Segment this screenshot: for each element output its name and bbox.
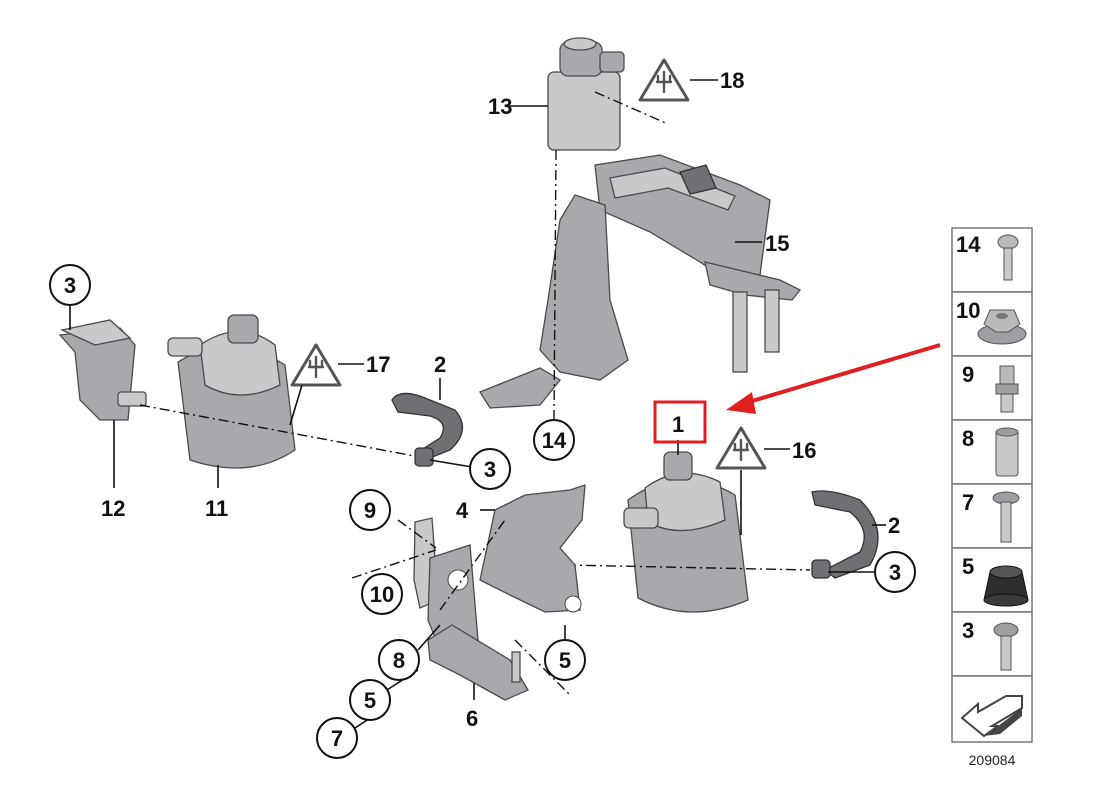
electrical-warning-icon [289, 343, 364, 426]
arrow-icon [960, 695, 1023, 738]
legend-label-10: 10 [956, 298, 980, 323]
bracket-12[interactable] [58, 319, 147, 488]
legend-panel: 14 10 9 8 7 [951, 227, 1033, 768]
assembly-line-10 [351, 549, 437, 579]
rubber-mount-icon [983, 565, 1029, 607]
circle-callout-3b[interactable]: 3 [469, 448, 511, 490]
callout-16[interactable]: 16 [792, 438, 816, 463]
clamp-2-upper[interactable] [391, 378, 463, 467]
callout-5a: 5 [364, 688, 376, 713]
circle-callout-9[interactable]: 9 [349, 489, 391, 531]
circle-callout-5b[interactable]: 5 [544, 639, 586, 681]
callout-1[interactable]: 1 [672, 412, 684, 437]
assembly-line-4 [439, 519, 506, 611]
callout-5b: 5 [559, 648, 571, 673]
arrow-icon [726, 343, 941, 414]
circle-callout-3c[interactable]: 3 [874, 551, 916, 593]
assembly-line-9 [397, 519, 437, 549]
screw-icon [993, 622, 1019, 671]
callout-3b: 3 [484, 457, 496, 482]
lead-8 [417, 624, 441, 651]
callout-13[interactable]: 13 [488, 94, 512, 119]
legend-label-9: 9 [962, 362, 974, 387]
bracket-6[interactable] [427, 624, 529, 701]
assembly-line-14 [553, 149, 557, 421]
callout-4[interactable]: 4 [456, 498, 469, 523]
legend-label-14: 14 [956, 232, 981, 257]
assembly-line-3 [139, 404, 421, 458]
callout-17[interactable]: 17 [366, 352, 390, 377]
assembly-line-3b [565, 564, 811, 571]
pump-11[interactable] [167, 314, 296, 488]
bolt-icon [992, 491, 1020, 543]
circle-callout-14[interactable]: 14 [533, 419, 575, 461]
highlight-box-1 [653, 400, 707, 444]
callout-2a[interactable]: 2 [434, 352, 446, 377]
legend-label-8: 8 [962, 426, 974, 451]
electrical-warning-icon [715, 426, 790, 470]
callout-7: 7 [331, 726, 343, 751]
pump-1[interactable] [623, 440, 749, 613]
bracket-15[interactable] [479, 154, 802, 409]
legend-label-7: 7 [962, 490, 974, 515]
callout-10: 10 [370, 582, 394, 607]
bracket-4[interactable] [479, 484, 586, 613]
assembly-line-18 [594, 91, 669, 125]
callout-3c: 3 [889, 560, 901, 585]
circle-callout-7[interactable]: 7 [316, 717, 358, 759]
callout-2b[interactable]: 2 [888, 513, 900, 538]
legend-label-5: 5 [962, 554, 974, 579]
callout-3a: 3 [64, 273, 76, 298]
callout-15[interactable]: 15 [765, 231, 789, 256]
lead-3b [429, 459, 473, 468]
electrical-warning-icon [638, 58, 718, 102]
pump-13[interactable] [506, 37, 625, 151]
circle-callout-5a[interactable]: 5 [349, 679, 391, 721]
callout-14: 14 [542, 428, 567, 453]
circle-callout-10[interactable]: 10 [361, 573, 403, 615]
callout-9: 9 [364, 498, 376, 523]
screw-icon [997, 234, 1019, 281]
callout-8: 8 [393, 648, 405, 673]
circle-callout-3a[interactable]: 3 [49, 264, 91, 306]
callout-11[interactable]: 11 [205, 496, 228, 521]
clamp-2-right[interactable] [811, 490, 886, 579]
sleeve-icon [995, 427, 1019, 477]
bracket-9[interactable] [413, 517, 479, 651]
callout-18[interactable]: 18 [720, 68, 744, 93]
stud-icon [995, 365, 1019, 413]
nut-icon [977, 309, 1027, 345]
legend-label-3: 3 [962, 618, 974, 643]
circle-callout-8[interactable]: 8 [378, 639, 420, 681]
callout-12[interactable]: 12 [101, 496, 125, 521]
callout-6[interactable]: 6 [466, 706, 478, 731]
assembly-line-5 [514, 639, 571, 696]
diagram-code: 209084 [969, 752, 1016, 768]
